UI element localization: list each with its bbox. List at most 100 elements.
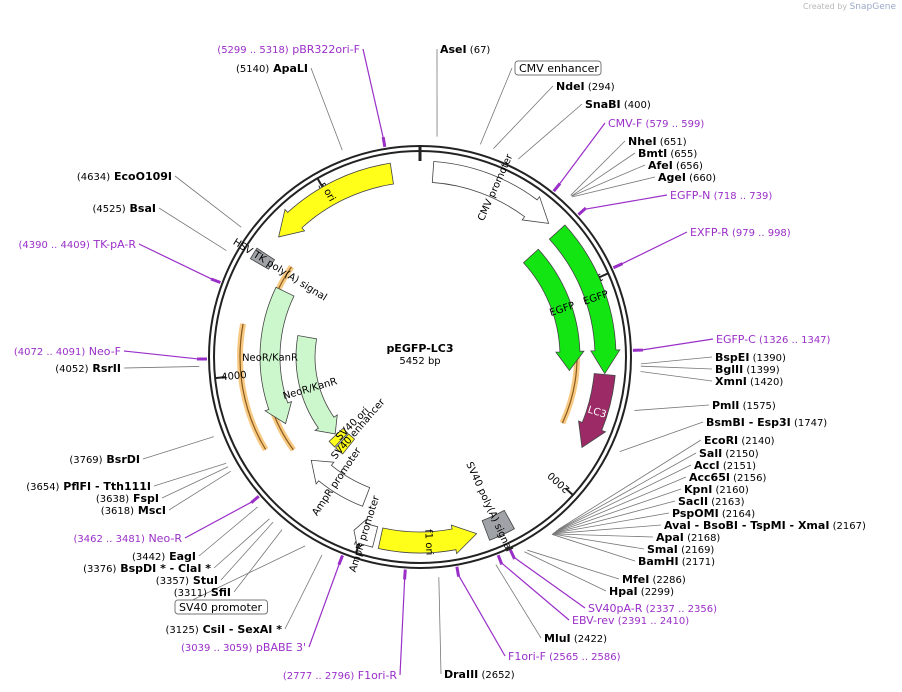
enzyme-draiii[interactable]: DraIII (2652) <box>444 668 515 681</box>
enzyme-sfii[interactable]: (3311) SfiI <box>174 586 231 599</box>
enzyme-ecoo109i[interactable]: (4634) EcoO109I <box>77 170 172 183</box>
primer-egfp-c[interactable]: EGFP-C (1326 .. 1347) <box>716 333 831 346</box>
leader-23 <box>553 512 670 534</box>
enzyme-asei[interactable]: AseI (67) <box>440 43 490 56</box>
enzyme-avai-bsobi-tspmi-xmai[interactable]: AvaI - BsoBI - TspMI - XmaI (2167) <box>664 519 866 532</box>
enzyme-xmni[interactable]: XmnI (1420) <box>715 375 783 388</box>
primer-mark-33 <box>455 566 461 577</box>
credit: Created by SnapGene <box>803 2 896 12</box>
primer-mark-43 <box>250 495 260 504</box>
feature-neor-kanr-10[interactable] <box>295 335 338 435</box>
feature-ori-13[interactable] <box>278 162 394 238</box>
leader-53 <box>310 67 343 151</box>
primer-mark-10 <box>612 262 624 270</box>
feature-f1-ori-5[interactable] <box>377 524 478 555</box>
primer-f1ori-f[interactable]: F1ori-F (2565 .. 2586) <box>508 650 621 663</box>
feature-egfp-2[interactable] <box>522 248 585 372</box>
leader-15 <box>634 404 710 411</box>
leader-48 <box>123 366 200 369</box>
leader-50 <box>138 243 214 281</box>
enzyme-agei[interactable]: AgeI (660) <box>658 171 716 184</box>
enzyme-bmti[interactable]: BmtI (655) <box>638 147 697 160</box>
leader-11 <box>640 338 714 351</box>
enzyme-afei[interactable]: AfeI (656) <box>648 159 703 172</box>
label-leaders <box>123 48 714 676</box>
feature-hsv-tk-poly-a-signal-12[interactable] <box>249 247 276 270</box>
tick-4000 <box>214 376 226 380</box>
enzyme-snabi[interactable]: SnaBI (400) <box>585 98 651 111</box>
plasmid-name: pEGFP-LC3 <box>386 342 453 355</box>
enzyme-bamhi[interactable]: BamHI (2171) <box>638 555 715 568</box>
primer-exfp-r[interactable]: EXFP-R (979 .. 998) <box>690 226 791 239</box>
leader-26 <box>552 533 645 550</box>
tick-label-4000: 4000 <box>221 370 247 384</box>
primer-neo-f[interactable]: (4072 .. 4091) Neo-F <box>14 345 121 358</box>
leader-17 <box>557 439 702 530</box>
enzyme-apali[interactable]: (5140) ApaLI <box>236 62 308 75</box>
enzyme-ndei[interactable]: NdeI (294) <box>556 80 615 93</box>
enzyme-kpni[interactable]: KpnI (2160) <box>684 483 749 496</box>
enzyme-pmli[interactable]: PmlI (1575) <box>712 399 776 412</box>
primer-sv40pa-r[interactable]: SV40pA-R (2337 .. 2356) <box>588 602 717 615</box>
enzyme-mfei[interactable]: MfeI (2286) <box>622 573 686 586</box>
enzyme-msci[interactable]: (3618) MscI <box>101 504 166 517</box>
enzyme-smai[interactable]: SmaI (2169) <box>647 543 714 556</box>
leader-29 <box>524 551 607 592</box>
feature-sv40-poly-a-signal-4[interactable] <box>481 509 515 541</box>
leader-47 <box>142 436 214 460</box>
enzyme-rsrii[interactable]: (4052) RsrII <box>55 362 121 375</box>
leader-43 <box>184 500 254 539</box>
leader-4 <box>558 122 606 186</box>
feature-ampr-promoter-7[interactable] <box>310 459 371 507</box>
enzyme-bsrdi[interactable]: (3769) BsrDI <box>69 453 140 466</box>
primer-mark-50 <box>210 277 221 284</box>
primer-pbabe-3[interactable]: (3039 .. 3059) pBABE 3' <box>181 641 306 654</box>
tick-1000 <box>598 272 609 279</box>
feature-sv40-enhancer-8[interactable] <box>335 433 356 455</box>
leader-13 <box>640 365 713 370</box>
enzyme-bspdi-clai[interactable]: (3376) BspDI * - ClaI * <box>83 562 211 575</box>
primer-f1ori-r[interactable]: (2777 .. 2796) F1ori-R <box>283 669 398 682</box>
enzyme-bspei[interactable]: BspEI (1390) <box>715 351 786 364</box>
primer-neo-r[interactable]: (3462 .. 3481) Neo-R <box>74 532 183 545</box>
enzyme-pflfi-tth111i[interactable]: (3654) PflFI - Tth111I <box>26 480 151 493</box>
leader-1 <box>479 67 513 145</box>
enzyme-hpai[interactable]: HpaI (2299) <box>609 585 674 598</box>
enzyme-pspomi[interactable]: PspOMI (2164) <box>672 507 755 520</box>
leader-22 <box>553 500 676 534</box>
leader-7 <box>571 164 646 197</box>
enzyme-ecori[interactable]: EcoRI (2140) <box>704 434 775 447</box>
primer-cmv-f[interactable]: CMV-F (579 .. 599) <box>608 117 704 130</box>
feature-neor-kanr-11[interactable] <box>259 286 295 425</box>
primer-pbr322ori-f[interactable]: (5299 .. 5318) pBR322ori-F <box>217 43 360 56</box>
enzyme-fspi[interactable]: (3638) FspI <box>96 492 159 505</box>
feature-ampr-promoter-6[interactable] <box>353 518 379 549</box>
feature-lc3-3[interactable] <box>578 373 616 449</box>
tick-3000 <box>355 542 361 554</box>
enzyme-apai[interactable]: ApaI (2168) <box>656 531 720 544</box>
enzyme-mlui[interactable]: MluI (2422) <box>544 632 607 645</box>
feature-callout-cmv-enhancer: CMV enhancer <box>519 62 599 75</box>
enzyme-eagi[interactable]: (3442) EagI <box>132 550 196 563</box>
leader-54 <box>362 48 385 140</box>
feature-egfp-1[interactable] <box>548 224 621 375</box>
leader-27 <box>551 533 636 562</box>
enzyme-nhei[interactable]: NheI (651) <box>628 135 687 148</box>
enzyme-sacii[interactable]: SacII (2163) <box>678 495 745 508</box>
primer-egfp-n[interactable]: EGFP-N (718 .. 739) <box>670 189 772 202</box>
enzyme-sali[interactable]: SalI (2150) <box>699 447 759 460</box>
primer-tk-pa-r[interactable]: (4390 .. 4409) TK-pA-R <box>18 238 136 251</box>
enzyme-acc65i[interactable]: Acc65I (2156) <box>689 471 766 484</box>
enzyme-acci[interactable]: AccI (2151) <box>694 459 756 472</box>
leader-19 <box>555 464 692 532</box>
enzyme-bglii[interactable]: BglII (1399) <box>715 363 780 376</box>
primer-ebv-rev[interactable]: EBV-rev (2391 .. 2410) <box>572 614 689 627</box>
feature-cmv-promoter-0[interactable] <box>431 161 550 224</box>
enzyme-csii-sexai[interactable]: (3125) CsiI - SexAI * <box>166 623 283 636</box>
enzyme-bsmbi-esp3i[interactable]: BsmBI - Esp3I (1747) <box>706 416 827 429</box>
enzyme-bsai[interactable]: (4525) BsaI <box>92 202 156 215</box>
enzyme-stui[interactable]: (3357) StuI <box>156 574 218 587</box>
feature-sv40-ori-9[interactable] <box>328 427 349 448</box>
